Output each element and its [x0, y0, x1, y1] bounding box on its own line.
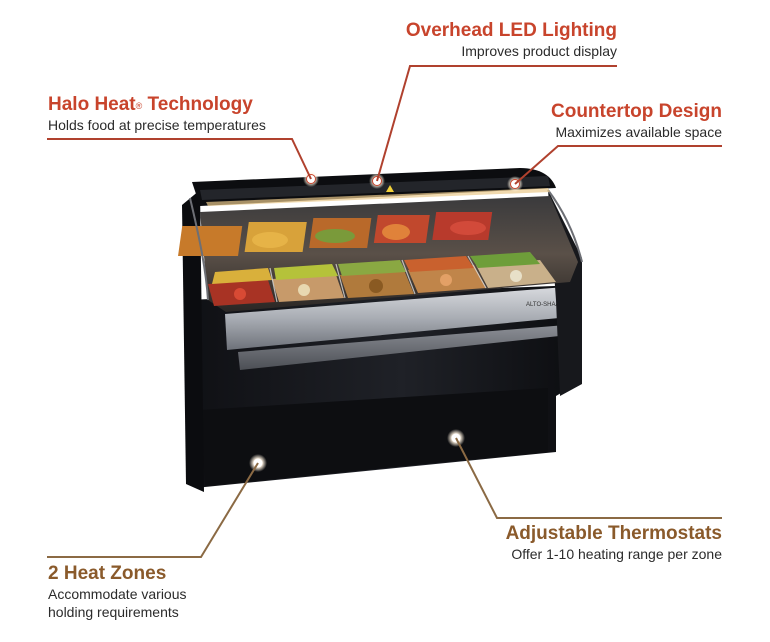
callout-subtitle-line1: Accommodate various	[48, 586, 187, 602]
callout-title: Halo Heat® Technology	[48, 94, 266, 116]
brand-mark: ALTO-SHAAM	[526, 302, 564, 308]
front-rail	[238, 324, 578, 370]
callout-title: Adjustable Thermostats	[505, 523, 722, 544]
callout-heat-zones: 2 Heat Zones Accommodate various holding…	[48, 563, 187, 621]
callout-thermostats: Adjustable Thermostats Offer 1-10 heatin…	[506, 523, 722, 563]
steel-panel	[225, 286, 580, 350]
callout-subtitle: Holds food at precise temperatures	[48, 117, 266, 133]
callout-title: Overhead LED Lighting	[405, 20, 617, 41]
back-food-shelf	[178, 212, 493, 256]
callout-title: 2 Heat Zones	[48, 563, 167, 584]
callout-title: Countertop Design	[551, 101, 722, 122]
callout-title-suffix: Technology	[142, 94, 253, 115]
registered-mark: ®	[135, 101, 143, 111]
callout-countertop: Countertop Design Maximizes available sp…	[551, 101, 722, 141]
callout-subtitle-line2: holding requirements	[48, 604, 179, 620]
callout-halo-heat: Halo Heat® Technology Holds food at prec…	[48, 94, 266, 134]
front-food-pans	[208, 252, 556, 306]
callout-overhead-led: Overhead LED Lighting Improves product d…	[406, 20, 617, 60]
callout-title-text: Halo Heat	[48, 94, 136, 115]
callout-subtitle: Maximizes available space	[555, 124, 722, 140]
callout-subtitle: Improves product display	[461, 43, 617, 59]
callout-subtitle: Offer 1-10 heating range per zone	[511, 546, 722, 562]
